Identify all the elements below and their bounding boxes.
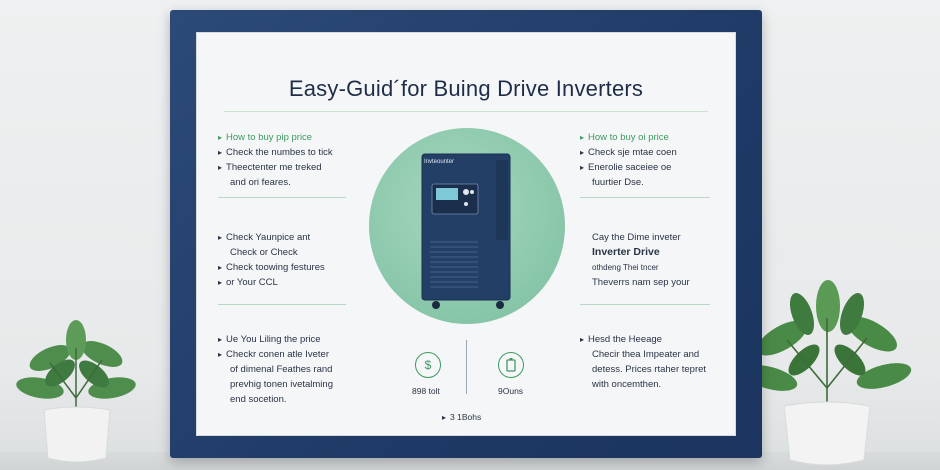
left-divider (218, 197, 346, 198)
bullet-icon: ▸ (580, 148, 585, 157)
left-icon-value: 898 tolt (412, 386, 440, 396)
bullet-icon: ▸ (218, 148, 223, 157)
bullet-icon: ▸ (218, 263, 223, 272)
left-top-section: ▸How to buy pip price ▸Check the numbes … (218, 130, 333, 190)
bullet-icon: ▸ (442, 413, 447, 422)
bullet-icon: ▸ (218, 233, 223, 242)
right-top-line: Check sje mtae coen (588, 147, 677, 158)
left-bottom-line: end socetion. (230, 394, 287, 405)
left-plant (16, 320, 136, 463)
left-mid-section: ▸Check Yaunpice ant Check or Check ▸Chec… (218, 230, 325, 290)
footer-text: 3 1Bohs (450, 412, 482, 422)
left-top-line: and ori feares. (230, 177, 291, 188)
right-mid-section: Cay the Dime inveter Inverter Drive othd… (592, 230, 690, 290)
right-divider (580, 197, 710, 198)
right-mid-line: Inverter Drive (592, 246, 660, 258)
bullet-icon: ▸ (218, 350, 223, 359)
inverter-device-image (421, 153, 511, 309)
left-bottom-line: Checkr conen atle Iveter (226, 349, 329, 360)
right-mid-line: othdeng Thei tncer (592, 263, 659, 272)
right-top-line: Enerolie saceiee oe (588, 162, 672, 173)
right-bottom-heading: Hesd the Heeage (588, 334, 662, 345)
battery-icon (498, 352, 524, 378)
left-top-heading: How to buy pip price (226, 132, 313, 143)
poster-frame: Easy-Guid´for Buing Drive Inverters ▸How… (170, 10, 762, 458)
left-top-line: Theectenter me treked (226, 162, 322, 173)
right-top-line: fuurtier Dse. (592, 177, 644, 188)
right-icon-value: 9Ouns (498, 386, 524, 396)
right-plant (742, 280, 912, 466)
right-bottom-line: detess. Prices rtaher tepret (592, 364, 707, 375)
bullet-icon: ▸ (218, 335, 223, 344)
left-bottom-line: prevhig tonen ivetalming (230, 379, 333, 390)
right-mid-line: Cay the Dime inveter (592, 232, 681, 243)
left-mid-line: Check Yaunpice ant (226, 232, 311, 243)
left-bottom-line: of dimenal Feathes rand (230, 364, 333, 375)
footer-value: ▸3 1Bohs (442, 412, 481, 422)
bullet-icon: ▸ (580, 133, 585, 142)
right-bottom-line: Checir thea Impeater and (592, 349, 700, 360)
left-mid-line: or Your CCL (226, 277, 278, 288)
right-top-section: ▸How to buy oi price ▸Check sje mtae coe… (580, 130, 677, 190)
left-mid-line: Check or Check (230, 247, 298, 258)
center-vertical-line (466, 340, 467, 394)
device-brand-label: Invteounter (424, 159, 455, 165)
right-bottom-line: with oncemthen. (592, 379, 662, 390)
bullet-icon: ▸ (218, 133, 223, 142)
poster: Easy-Guid´for Buing Drive Inverters ▸How… (196, 32, 736, 436)
title-rule (224, 111, 708, 112)
right-mid-line: Theverrs nam sep your (592, 277, 690, 288)
bullet-icon: ▸ (218, 163, 223, 172)
left-bottom-heading: Ue You Liling the price (226, 334, 321, 345)
left-top-line: Check the numbes to tick (226, 147, 333, 158)
bullet-icon: ▸ (580, 163, 585, 172)
left-bottom-section: ▸Ue You Liling the price ▸Checkr conen a… (218, 332, 333, 407)
right-divider (580, 304, 710, 305)
poster-title: Easy-Guid´for Buing Drive Inverters (288, 76, 644, 101)
left-mid-line: Check toowing festures (226, 262, 325, 273)
bullet-icon: ▸ (218, 278, 223, 287)
right-top-heading: How to buy oi price (588, 132, 669, 143)
right-bottom-section: ▸Hesd the Heeage Checir thea Impeater an… (580, 332, 706, 392)
bullet-icon: ▸ (580, 335, 585, 344)
left-divider (218, 304, 346, 305)
dollar-icon: $ (415, 352, 441, 378)
